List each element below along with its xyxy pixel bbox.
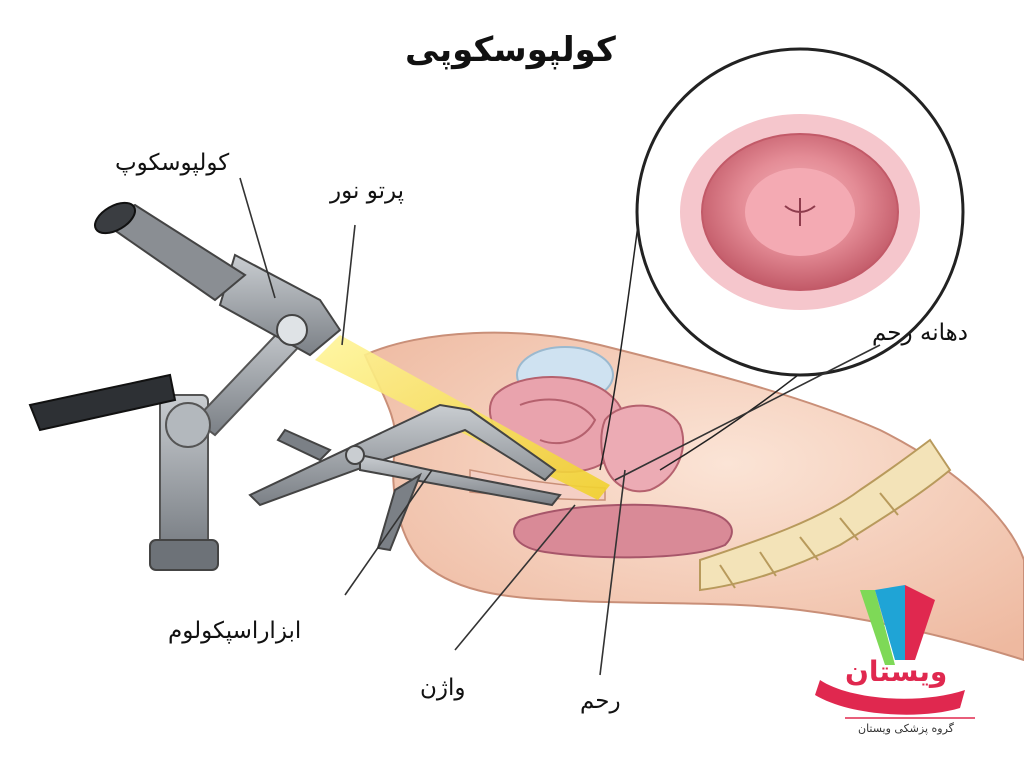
label-speculum: ابزاراسپکولوم [168, 618, 302, 644]
speculum [248, 403, 562, 552]
label-colposcope: کولپوسکوپ [115, 150, 230, 176]
sacrum [699, 438, 952, 592]
page-title: کولپوسکوپی [405, 30, 616, 70]
label-uterus: رحم [580, 688, 621, 714]
colposcope-leader [239, 177, 276, 299]
vistan-logo-mark [815, 585, 975, 719]
vagina-leader [454, 504, 576, 651]
cervix-leader [614, 344, 881, 481]
logo-tagline: گروه پزشکی ویستان [858, 722, 954, 735]
label-light-beam: پرتو نور [330, 178, 405, 204]
colposcope [28, 201, 342, 571]
speculum-leader [344, 469, 433, 596]
leader-lines [239, 177, 881, 676]
light-beam-leader [341, 224, 356, 346]
logo-brand: ویستان [845, 655, 948, 688]
uterus-leader [599, 469, 626, 676]
rectum [513, 503, 733, 559]
label-cervix: دهانه رحم [872, 320, 969, 346]
cervix-magnified-view [599, 47, 965, 471]
label-vagina: واژن [420, 675, 466, 701]
